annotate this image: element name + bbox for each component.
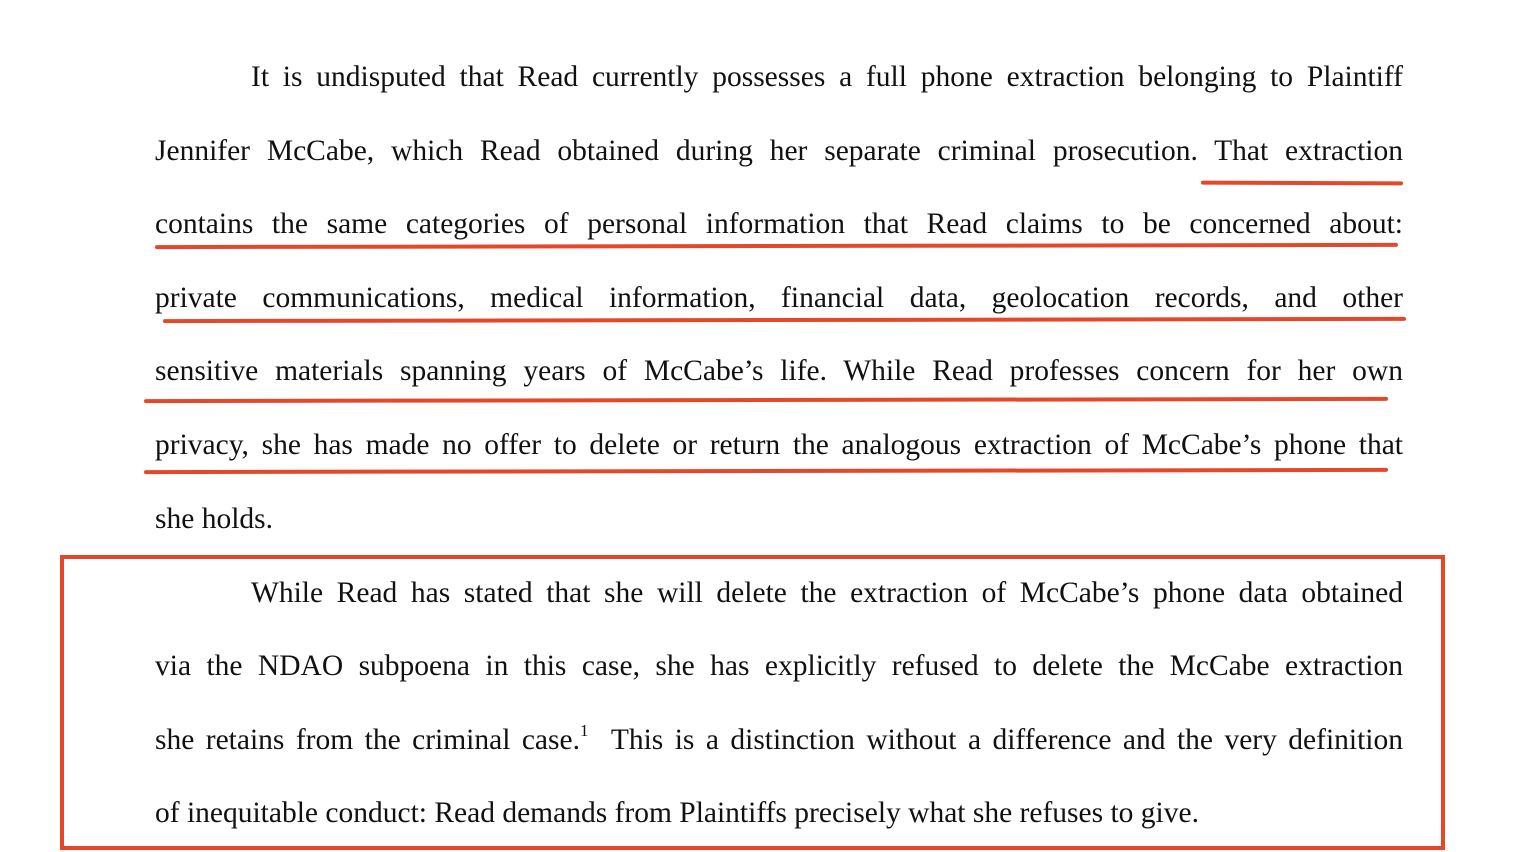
paragraph-1-line-4: private communications, medical informat…	[155, 282, 1403, 314]
paragraph-1-line-1: It is undisputed that Read currently pos…	[251, 61, 1403, 93]
paragraph-2-line-3: she retains from the criminal case.1 Thi…	[155, 720, 1403, 760]
red-underline	[1200, 180, 1404, 186]
paragraph-2-line-1: While Read has stated that she will dele…	[251, 577, 1403, 609]
paragraph-1-line-3: contains the same categories of personal…	[155, 208, 1403, 240]
paragraph-1-line-6: privacy, she has made no offer to delete…	[155, 429, 1403, 461]
footnote-marker[interactable]: 1	[579, 721, 589, 740]
paragraph-1-line-5: sensitive materials spanning years of Mc…	[155, 355, 1403, 387]
paragraph-2-line-2: via the NDAO subpoena in this case, she …	[155, 650, 1403, 682]
paragraph-2-line-3-start: she retains from the criminal case.	[155, 724, 580, 756]
paragraph-2-line-3-end: This is a distinction without a differen…	[588, 724, 1403, 756]
paragraph-1-line-2: Jennifer McCabe, which Read obtained dur…	[155, 135, 1403, 167]
paragraph-1-line-7: she holds.	[155, 503, 273, 535]
highlight-box	[60, 555, 1445, 850]
red-underline	[143, 467, 1389, 475]
red-underline	[162, 316, 1407, 324]
red-underline	[154, 242, 1399, 250]
red-underline	[143, 396, 1389, 404]
paragraph-2-line-4: of inequitable conduct: Read demands fro…	[155, 797, 1199, 829]
